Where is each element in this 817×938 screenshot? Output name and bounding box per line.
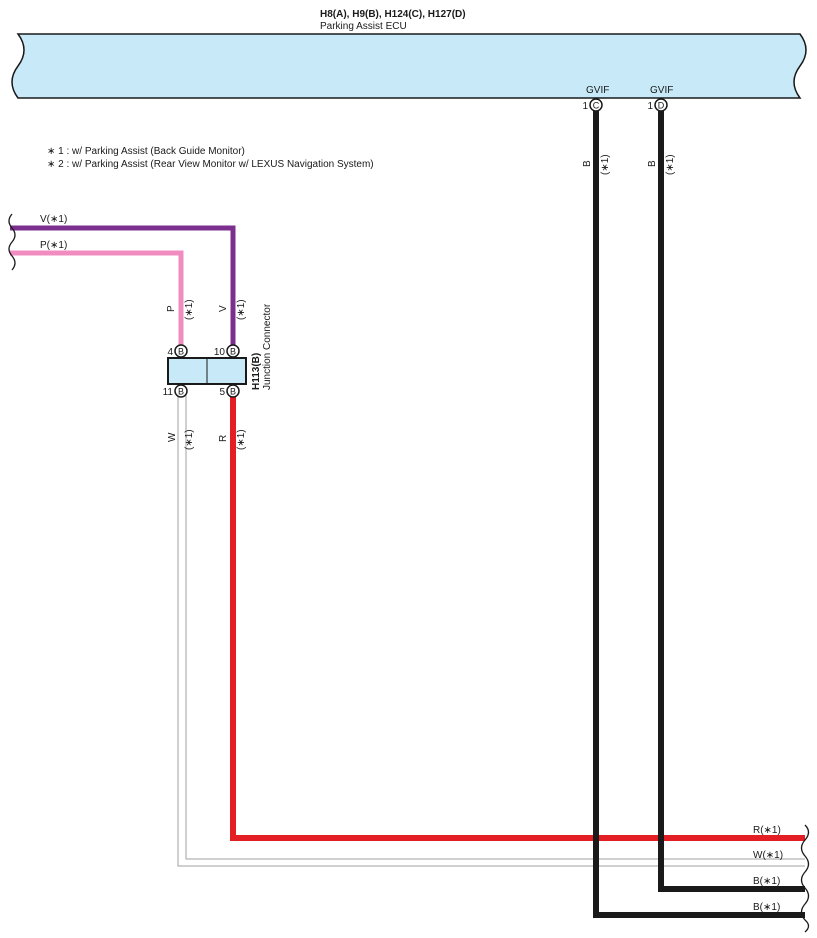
ecu-box: [11, 33, 807, 99]
ecu-pin-c: C: [589, 98, 603, 112]
junction-pin-number-11: 11: [163, 387, 174, 398]
junction-pin-11: B: [174, 384, 188, 398]
junction-pin-5: B: [226, 384, 240, 398]
wire-break-left: [8, 213, 16, 271]
ecu-connector-codes: H8(A), H9(B), H124(C), H127(D): [320, 9, 466, 20]
wire-note-p: (∗1): [184, 299, 195, 320]
wire-red: [230, 395, 805, 841]
wire-note-b-c: (∗1): [600, 154, 611, 175]
wire-label-black-2: B(∗1): [753, 902, 780, 913]
wire-violet: [10, 225, 236, 352]
legend-item-1: ∗ 1 : w/ Parking Assist (Back Guide Moni…: [47, 146, 245, 157]
wire-pink: [10, 250, 184, 352]
wire-note-b-d: (∗1): [665, 154, 676, 175]
wire-color-r: R: [218, 435, 229, 442]
wire-white: [177, 395, 805, 867]
ecu-pin-label-c: GVIF: [586, 85, 609, 96]
junction-pin-letter: B: [178, 347, 184, 357]
junction-pin-4: B: [174, 344, 188, 358]
junction-pin-letter: B: [230, 387, 236, 397]
ecu-pin-number-d: 1: [647, 101, 653, 112]
wire-color-b-d: B: [647, 160, 658, 167]
wire-label-violet: V(∗1): [40, 214, 67, 225]
junction-pin-number-5: 5: [219, 387, 225, 398]
junction-pin-number-10: 10: [214, 347, 226, 358]
wire-note-v: (∗1): [236, 299, 247, 320]
wire-label-red: R(∗1): [753, 825, 781, 836]
wire-color-p: P: [166, 305, 177, 312]
ecu-pin-d: D: [654, 98, 668, 112]
wire-color-b-c: B: [582, 160, 593, 167]
junction-code: H113(B): [251, 353, 262, 390]
wire-black-c: [593, 106, 805, 918]
wire-color-w: W: [167, 432, 178, 442]
junction-pin-letter: B: [178, 387, 184, 397]
junction-pin-number-4: 4: [167, 347, 173, 358]
wire-note-w: (∗1): [184, 429, 195, 450]
wire-black-d: [658, 106, 805, 892]
junction-name: Junction Connector: [262, 303, 273, 390]
wire-label-white: W(∗1): [753, 850, 783, 861]
wire-note-r: (∗1): [236, 429, 247, 450]
ecu-pin-label-d: GVIF: [650, 85, 673, 96]
ecu-pin-connector-d: D: [658, 101, 665, 111]
wire-color-v: V: [218, 305, 229, 312]
legend-item-2: ∗ 2 : w/ Parking Assist (Rear View Monit…: [47, 159, 374, 170]
ecu-pin-connector-c: C: [593, 101, 600, 111]
wire-label-black-1: B(∗1): [753, 876, 780, 887]
junction-pin-letter: B: [230, 347, 236, 357]
ecu-pin-number-c: 1: [582, 101, 588, 112]
wire-label-pink: P(∗1): [40, 240, 67, 251]
wire-break-right: [800, 824, 810, 933]
junction-pin-10: B: [226, 344, 240, 358]
ecu-name: Parking Assist ECU: [320, 21, 407, 32]
